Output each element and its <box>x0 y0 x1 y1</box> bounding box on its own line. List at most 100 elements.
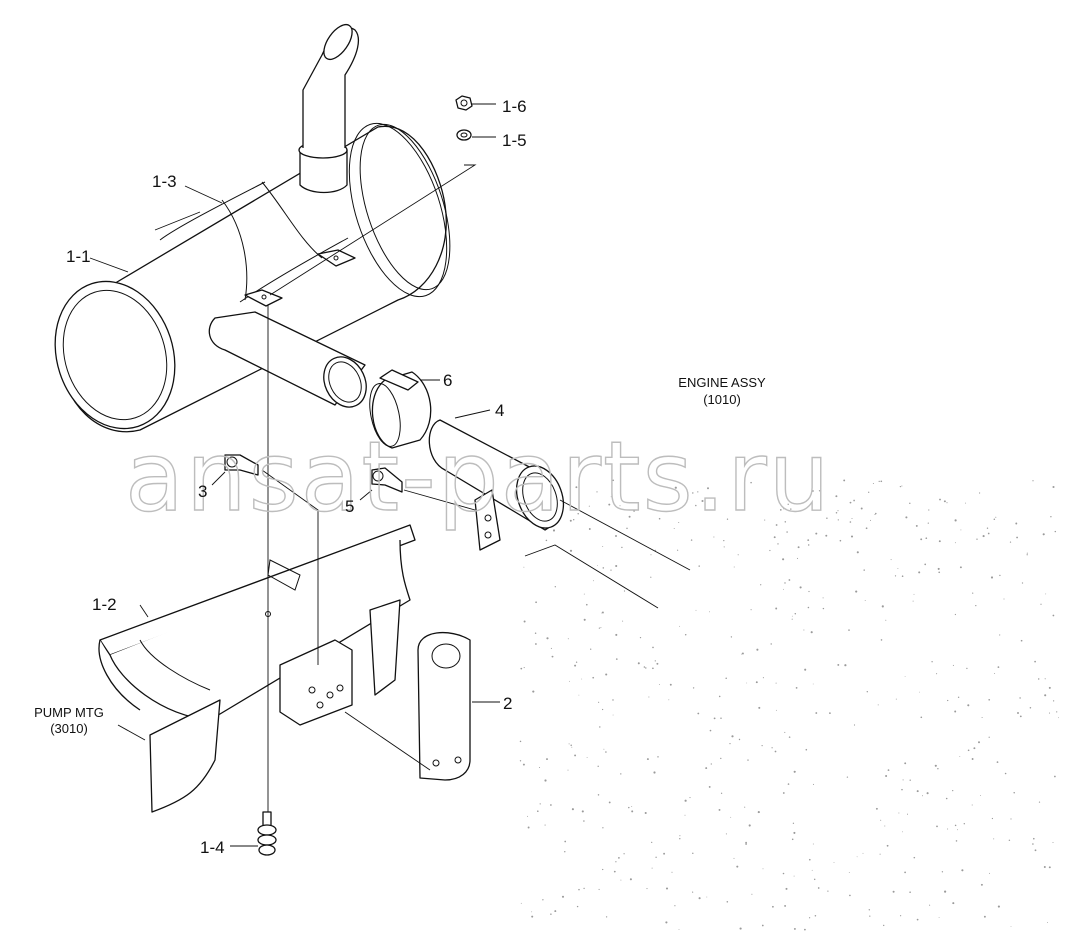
bolt-3-part <box>224 454 259 476</box>
speck <box>709 611 710 613</box>
speck <box>945 797 948 800</box>
speck <box>843 479 846 482</box>
speck <box>788 579 791 581</box>
callout-2: 2 <box>503 694 512 713</box>
speck <box>623 590 626 592</box>
speck <box>633 509 636 512</box>
speck <box>599 726 601 728</box>
speck <box>738 738 741 741</box>
speck <box>697 491 699 493</box>
speck <box>993 518 996 521</box>
speck <box>623 853 625 855</box>
speck <box>679 835 681 837</box>
speck <box>684 634 687 636</box>
speck <box>795 687 798 689</box>
speck <box>701 499 704 503</box>
speck <box>807 539 810 541</box>
speck <box>794 612 797 615</box>
speck <box>655 856 657 858</box>
speck <box>808 917 811 919</box>
speck <box>692 687 695 689</box>
speck <box>815 532 818 535</box>
speck <box>1034 849 1037 852</box>
speck <box>904 762 907 765</box>
speck <box>1052 485 1055 489</box>
speck <box>750 609 752 611</box>
speck <box>574 664 577 667</box>
speck <box>916 790 919 793</box>
speck <box>899 915 902 917</box>
speck <box>797 546 800 549</box>
speck <box>939 498 941 501</box>
speck <box>952 789 954 792</box>
speck <box>637 662 640 665</box>
speck <box>915 524 918 527</box>
speck <box>568 743 570 745</box>
speck <box>745 841 747 844</box>
speck <box>901 485 903 487</box>
speck <box>585 603 588 606</box>
speck <box>581 678 583 680</box>
speck <box>775 524 778 526</box>
speck <box>863 569 865 571</box>
speck <box>1042 533 1045 536</box>
speck <box>679 625 681 627</box>
speck <box>652 667 654 670</box>
speck <box>1017 712 1019 714</box>
speck <box>987 532 990 535</box>
speck <box>883 924 885 927</box>
speck <box>929 904 931 906</box>
speck <box>720 717 722 719</box>
speck <box>982 535 985 538</box>
speck <box>519 740 522 743</box>
speck <box>588 528 591 530</box>
speck <box>615 861 617 863</box>
speck <box>613 870 616 873</box>
speck <box>881 605 884 608</box>
speck <box>523 620 526 623</box>
speck <box>880 480 883 483</box>
speck <box>1050 516 1052 518</box>
speck <box>905 516 908 519</box>
callout-1-5: 1-5 <box>502 131 527 150</box>
speck <box>774 750 777 753</box>
speck <box>740 653 742 655</box>
speck <box>804 928 806 931</box>
speck <box>976 538 978 540</box>
speck <box>954 542 956 544</box>
speck <box>726 518 729 520</box>
speck <box>996 761 999 763</box>
speck <box>897 568 899 570</box>
speck <box>550 913 552 915</box>
speck <box>542 899 544 901</box>
speck <box>805 748 808 751</box>
speck <box>954 613 957 616</box>
speck <box>725 677 727 680</box>
speck <box>601 708 604 711</box>
speck <box>760 584 762 586</box>
speck <box>762 677 764 679</box>
speck <box>669 683 672 686</box>
speck <box>954 710 957 713</box>
speck <box>786 531 788 533</box>
speck <box>605 751 607 753</box>
speck <box>665 887 669 890</box>
speck <box>787 503 789 505</box>
speck <box>707 487 709 490</box>
speck <box>577 513 579 515</box>
speck <box>706 896 708 898</box>
speck <box>648 696 650 698</box>
speck <box>523 566 525 568</box>
speck <box>537 810 539 812</box>
speck <box>695 504 697 507</box>
speck <box>936 825 938 828</box>
speck <box>578 888 580 891</box>
speck <box>826 517 828 520</box>
speck <box>837 519 839 521</box>
speck <box>567 638 569 640</box>
speck <box>979 492 981 494</box>
speck <box>874 513 876 516</box>
speck <box>615 564 618 568</box>
speck <box>602 567 605 569</box>
speck <box>567 769 569 771</box>
